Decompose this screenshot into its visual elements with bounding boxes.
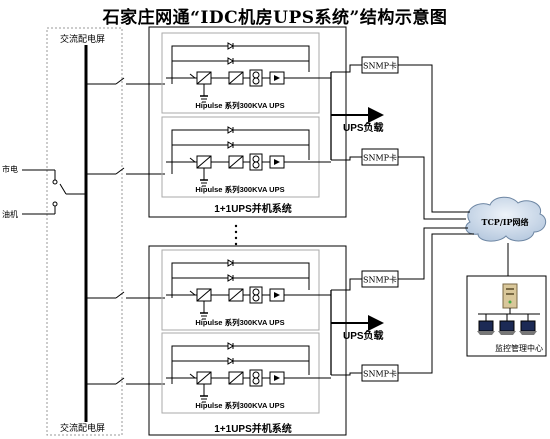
- ups-panel: [161, 116, 320, 198]
- ups-unit: Hipulse 系列300KVA UPS: [161, 32, 331, 114]
- parallel-system-frame: [148, 26, 347, 218]
- input-transfer-switch: 市电 油机: [2, 164, 86, 219]
- tcpip-network-cloud: TCP/IP网络: [465, 196, 547, 242]
- snmp-link: [331, 64, 362, 73]
- workstation-icon: [498, 314, 516, 335]
- snmp-label: SNMP卡: [363, 153, 397, 163]
- workstation-icon: [477, 314, 495, 335]
- snmp-card: SNMP卡: [331, 56, 399, 74]
- snmp-link: [331, 372, 362, 376]
- network-wiring: [398, 64, 509, 374]
- ups-load-label: UPS负载: [343, 329, 384, 342]
- monitor-center-label: 监控管理中心: [495, 343, 543, 353]
- diode-icon: [227, 357, 234, 365]
- diode-icon: [227, 274, 234, 282]
- snmp-label: SNMP卡: [363, 275, 397, 285]
- ups-unit: Hipulse 系列300KVA UPS: [161, 116, 331, 198]
- parallel-system-frame: [148, 245, 347, 436]
- parallel-system-1: 1+1UPS并机系统 UPS负载: [86, 26, 384, 218]
- server-icon: [502, 283, 518, 309]
- ups-load-label: UPS负载: [343, 121, 384, 134]
- ups-panel: [161, 332, 320, 414]
- ups-label: Hipulse 系列300KVA UPS: [195, 184, 284, 194]
- switchboard-bottom-label: 交流配电屏: [60, 422, 105, 434]
- monitor-center: 监控管理中心: [466, 275, 547, 357]
- bypass-line: [171, 45, 310, 84]
- ellipsis-dots: [234, 224, 238, 246]
- snmp-link: [331, 278, 362, 291]
- parallel-system-label: 1+1UPS并机系统: [214, 202, 292, 215]
- ups-unit: Hipulse 系列300KVA UPS: [161, 332, 331, 414]
- ups-label: Hipulse 系列300KVA UPS: [195, 100, 284, 110]
- parallel-system-label: 1+1UPS并机系统: [214, 422, 292, 435]
- switchboard-frame: [46, 27, 123, 436]
- workstation-icon: [519, 314, 537, 335]
- switchboard-top-label: 交流配电屏: [60, 33, 105, 45]
- diagram-title: 石家庄网通“IDC机房UPS系统”结构示意图: [102, 8, 448, 28]
- diode-icon: [227, 141, 234, 149]
- snmp-label: SNMP卡: [363, 61, 397, 71]
- network-label: TCP/IP网络: [481, 217, 528, 227]
- ups-label: Hipulse 系列300KVA UPS: [195, 400, 284, 410]
- generator-label: 油机: [2, 209, 18, 219]
- mains-label: 市电: [2, 164, 18, 174]
- ups-label: Hipulse 系列300KVA UPS: [195, 317, 284, 327]
- ups-panel: [161, 32, 320, 114]
- snmp-card: SNMP卡: [331, 148, 399, 166]
- parallel-system-2: 1+1UPS并机系统 UPS负载: [86, 245, 384, 436]
- snmp-card: SNMP卡: [331, 364, 399, 382]
- snmp-card: SNMP卡: [331, 270, 399, 291]
- bypass-line: [171, 262, 310, 298]
- snmp-label: SNMP卡: [363, 369, 397, 379]
- diode-icon: [227, 342, 234, 350]
- snmp-link: [331, 156, 362, 161]
- diode-icon: [227, 57, 234, 65]
- ups-unit: Hipulse 系列300KVA UPS: [161, 249, 331, 331]
- diode-icon: [227, 259, 234, 267]
- ups-panel: [161, 249, 320, 331]
- diode-icon: [227, 126, 234, 134]
- diode-icon: [227, 42, 234, 50]
